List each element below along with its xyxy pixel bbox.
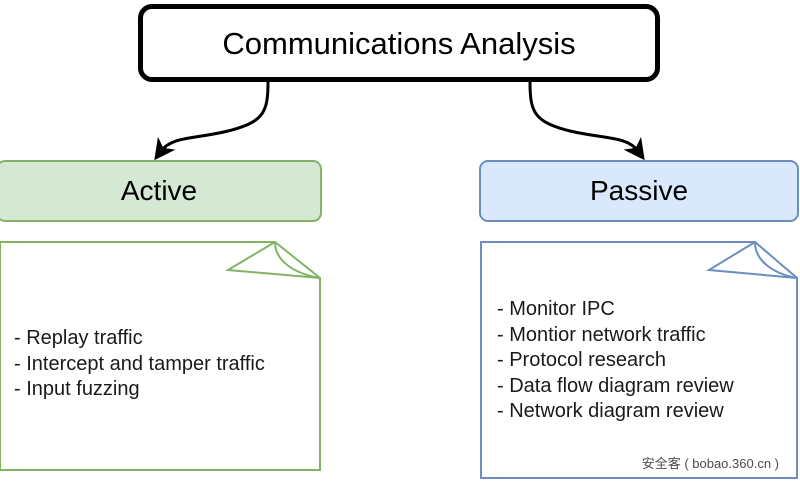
root-node-label: Communications Analysis — [222, 25, 576, 61]
note-body-passive — [480, 241, 798, 479]
note-line: - Montior network traffic — [497, 323, 706, 346]
category-box-passive[interactable]: Passive — [479, 160, 799, 222]
note-line: - Intercept and tamper traffic — [14, 352, 265, 375]
note-fold-edge-passive — [705, 241, 798, 279]
root-node-communications-analysis[interactable]: Communications Analysis — [138, 4, 660, 82]
note-fold-edge-active — [224, 241, 321, 279]
note-line: - Monitor IPC — [497, 298, 615, 320]
note-line: - Replay traffic — [14, 327, 143, 349]
note-body-active — [0, 241, 321, 471]
note-line: - Data flow diagram review — [497, 374, 734, 397]
note-card-active[interactable]: - Replay traffic - Intercept and tamper … — [0, 240, 322, 472]
note-text-active: - Replay traffic - Intercept and tamper … — [0, 240, 322, 472]
note-text-passive: - Monitor IPC - Montior network traffic … — [479, 240, 799, 480]
connector-root-to-passive — [528, 81, 645, 161]
note-line: - Input fuzzing — [14, 378, 140, 400]
note-shape-active — [0, 241, 321, 471]
note-line: - Protocol research — [497, 349, 666, 371]
note-line: - Network diagram review — [497, 400, 724, 422]
watermark-text: 安全客 ( bobao.360.cn ) — [641, 456, 779, 471]
category-label-active: Active — [120, 175, 198, 206]
category-box-active[interactable]: Active — [0, 160, 322, 222]
connector-root-to-active — [154, 81, 270, 161]
note-shape-passive — [480, 241, 798, 479]
note-card-passive[interactable]: - Monitor IPC - Montior network traffic … — [479, 240, 799, 480]
category-label-passive: Passive — [589, 175, 689, 206]
